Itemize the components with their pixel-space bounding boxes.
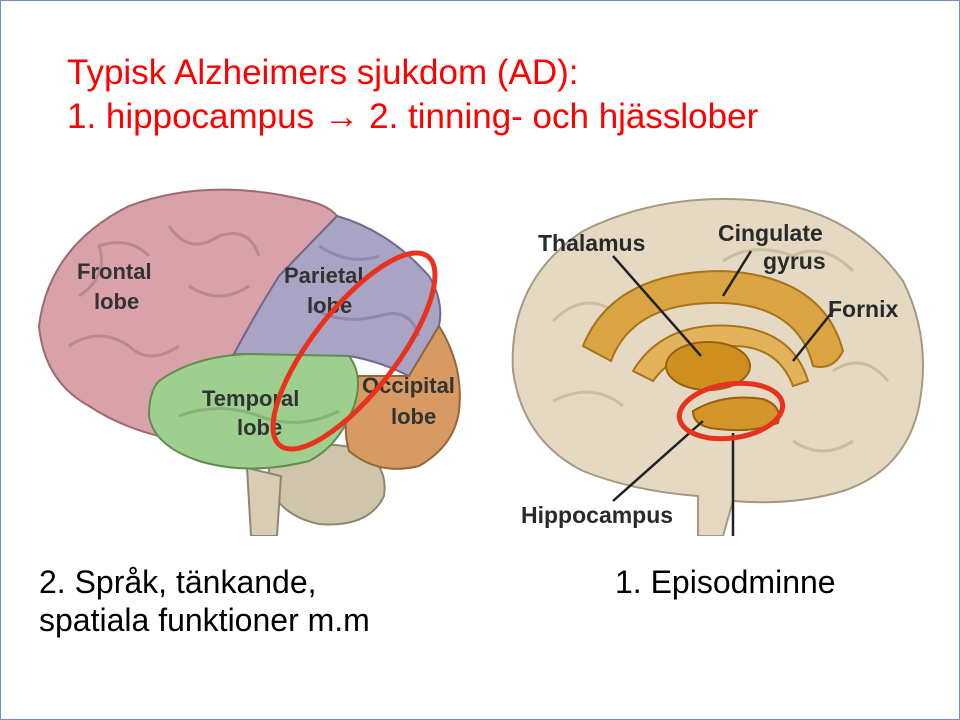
label-parietal-1: Parietal [284,263,364,288]
title-hippocampus: 1. hippocampus [67,97,314,136]
title-line-1: Typisk Alzheimers sjukdom (AD): [67,51,758,95]
caption-right: 1. Episodminne [615,563,836,601]
label-occipital-2: lobe [391,404,436,429]
caption-left: 2. Språk, tänkande, spatiala funktioner … [39,563,370,639]
label-cingulate-2: gyrus [763,248,826,274]
label-fornix: Fornix [828,296,898,322]
caption-left-line-2: spatiala funktioner m.m [39,601,370,639]
limbic-system-figure: Thalamus Cingulate gyrus Fornix Hippocam… [493,171,943,536]
title-lobes: 2. tinning- och hjässlober [369,97,758,136]
label-frontal-1: Frontal [77,259,152,284]
label-hippocampus: Hippocampus [521,502,673,528]
label-frontal-2: lobe [94,289,139,314]
brain-lobes-figure: Frontal lobe Parietal lobe Temporal lobe… [19,176,489,536]
arrow-right-icon: → [324,95,359,139]
caption-left-line-1: 2. Språk, tänkande, [39,563,370,601]
title-line-2: 1. hippocampus → 2. tinning- och hjässlobe… [67,95,758,139]
label-temporal-1: Temporal [202,386,299,411]
label-thalamus: Thalamus [538,230,645,256]
brainstem [247,468,281,536]
label-cingulate-1: Cingulate [718,220,823,246]
slide-title: Typisk Alzheimers sjukdom (AD): 1. hippo… [67,51,758,139]
